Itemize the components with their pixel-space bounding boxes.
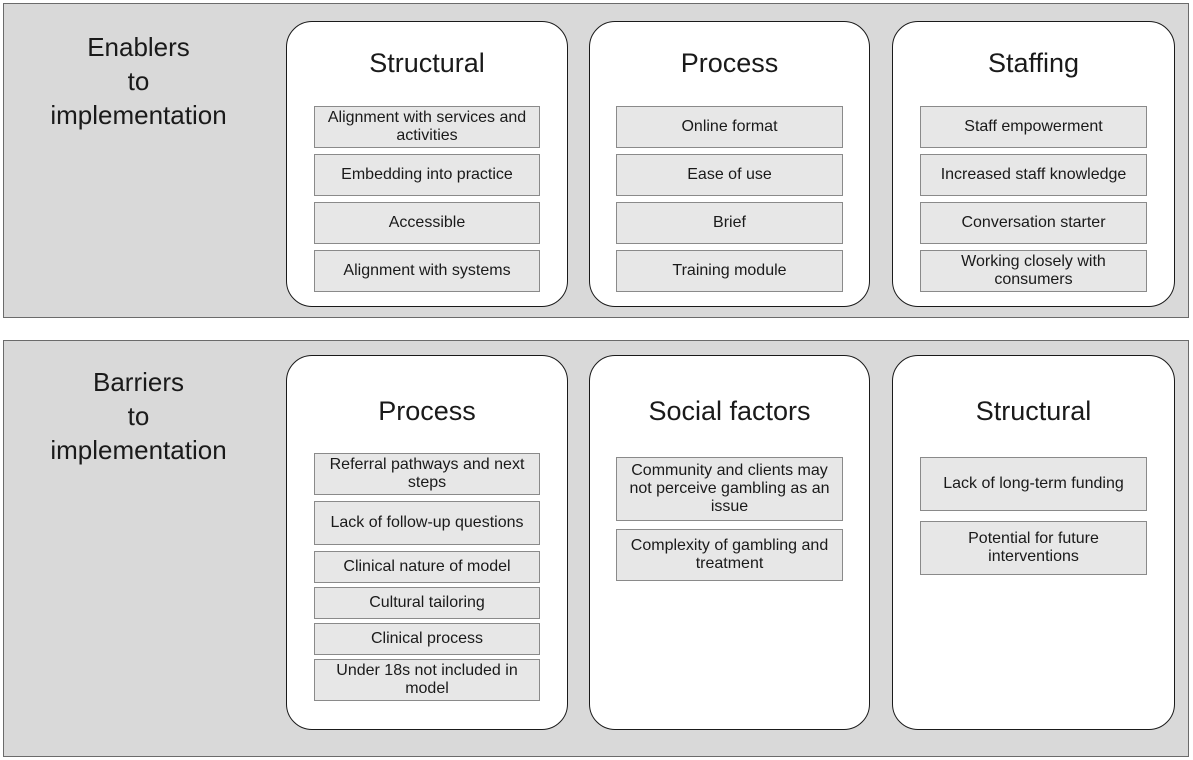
list-item: Cultural tailoring — [314, 587, 540, 619]
barriers-process-card: Process Referral pathways and next steps… — [286, 355, 568, 730]
list-item: Brief — [616, 202, 843, 244]
card-title: Social factors — [648, 396, 811, 426]
barriers-social-factors-card: Social factors Community and clients may… — [589, 355, 870, 730]
list-item: Training module — [616, 250, 843, 292]
enablers-heading-line: implementation — [50, 100, 227, 130]
barriers-heading: Barriers to implementation — [22, 365, 255, 467]
enablers-staffing-card: Staffing Staff empowerment Increased sta… — [892, 21, 1175, 307]
card-title: Staffing — [987, 48, 1080, 78]
barriers-panel: Barriers to implementation Process Refer… — [3, 340, 1189, 757]
list-item: Increased staff knowledge — [920, 154, 1147, 196]
list-item: Accessible — [314, 202, 540, 244]
enablers-heading: Enablers to implementation — [22, 30, 255, 132]
card-title: Process — [680, 48, 779, 78]
list-item: Embedding into practice — [314, 154, 540, 196]
list-item: Working closely with consumers — [920, 250, 1147, 292]
card-title: Process — [378, 396, 476, 426]
list-item: Lack of follow-up questions — [314, 501, 540, 545]
barriers-heading-line: to — [127, 401, 150, 431]
list-item: Lack of long-term funding — [920, 457, 1147, 511]
card-title: Structural — [369, 48, 485, 78]
barriers-heading-line: implementation — [50, 435, 227, 465]
list-item: Clinical process — [314, 623, 540, 655]
list-item: Alignment with services and activities — [314, 106, 540, 148]
list-item: Referral pathways and next steps — [314, 453, 540, 495]
card-title: Structural — [975, 396, 1092, 426]
list-item: Community and clients may not perceive g… — [616, 457, 843, 521]
enablers-heading-line: to — [127, 66, 150, 96]
enablers-panel: Enablers to implementation Structural Al… — [3, 3, 1189, 318]
list-item: Under 18s not included in model — [314, 659, 540, 701]
enablers-heading-line: Enablers — [87, 32, 190, 62]
barriers-structural-card: Structural Lack of long-term funding Pot… — [892, 355, 1175, 730]
list-item: Ease of use — [616, 154, 843, 196]
list-item: Online format — [616, 106, 843, 148]
barriers-heading-line: Barriers — [92, 367, 184, 397]
list-item: Alignment with systems — [314, 250, 540, 292]
list-item: Conversation starter — [920, 202, 1147, 244]
list-item: Clinical nature of model — [314, 551, 540, 583]
list-item: Potential for future interventions — [920, 521, 1147, 575]
list-item: Staff empowerment — [920, 106, 1147, 148]
enablers-process-card: Process Online format Ease of use Brief … — [589, 21, 870, 307]
enablers-structural-card: Structural Alignment with services and a… — [286, 21, 568, 307]
list-item: Complexity of gambling and treatment — [616, 529, 843, 581]
